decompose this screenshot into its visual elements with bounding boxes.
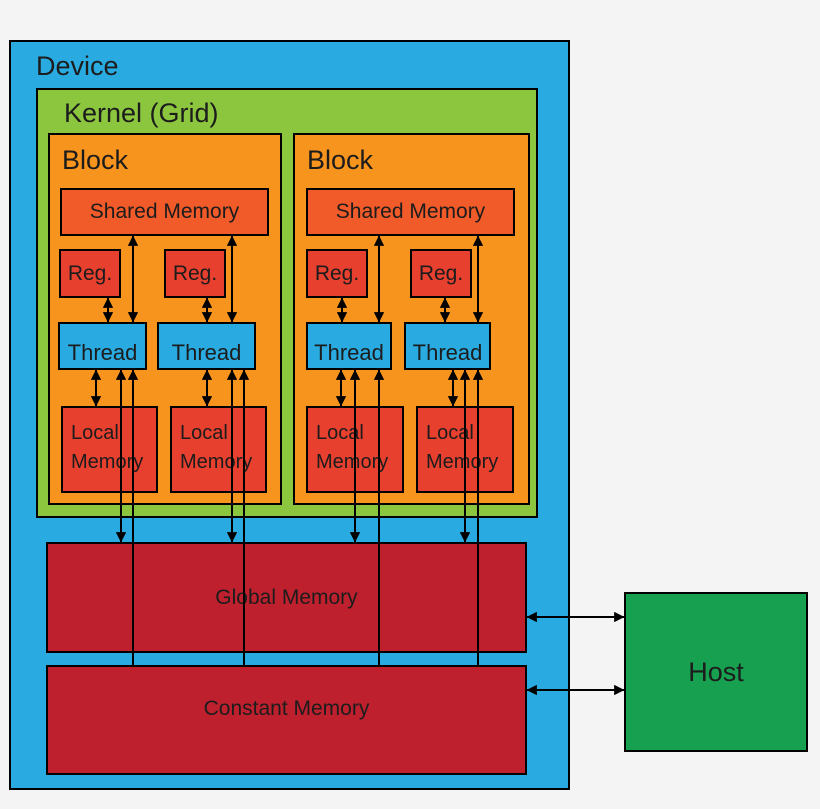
local-memory-box: Local Memory bbox=[61, 406, 158, 493]
shared-memory-box: Shared Memory bbox=[60, 188, 269, 236]
host-label: Host bbox=[688, 656, 744, 687]
thread-box: Thread bbox=[306, 322, 392, 370]
local-memory-label: Local Memory bbox=[316, 422, 389, 473]
host-box: Host bbox=[624, 592, 808, 752]
local-memory-label: Local Memory bbox=[180, 422, 253, 473]
local-memory-box: Local Memory bbox=[416, 406, 514, 493]
register-box: Reg. bbox=[59, 249, 121, 298]
local-memory-label: Local Memory bbox=[426, 422, 499, 473]
thread-label: Thread bbox=[67, 340, 138, 365]
block-label: Block bbox=[307, 145, 374, 175]
register-label: Reg. bbox=[172, 261, 218, 285]
register-label: Reg. bbox=[418, 261, 464, 285]
kernel-grid-label: Kernel (Grid) bbox=[64, 98, 219, 128]
local-memory-box: Local Memory bbox=[170, 406, 267, 493]
register-box: Reg. bbox=[410, 249, 472, 298]
local-memory-label: Local Memory bbox=[71, 422, 144, 473]
thread-box: Thread bbox=[404, 322, 491, 370]
register-box: Reg. bbox=[306, 249, 368, 298]
global-memory-label: Global Memory bbox=[215, 585, 358, 609]
shared-memory-label: Shared Memory bbox=[335, 200, 486, 223]
device-label: Device bbox=[36, 51, 119, 81]
thread-label: Thread bbox=[314, 340, 384, 365]
shared-memory-box: Shared Memory bbox=[306, 188, 515, 236]
thread-box: Thread bbox=[157, 322, 256, 370]
constant-memory-label: Constant Memory bbox=[203, 697, 370, 720]
register-label: Reg. bbox=[67, 261, 113, 285]
thread-box: Thread bbox=[58, 322, 147, 370]
constant-memory-box: Constant Memory bbox=[46, 665, 527, 775]
global-memory-box: Global Memory bbox=[46, 542, 527, 653]
thread-label: Thread bbox=[412, 340, 483, 365]
register-box: Reg. bbox=[164, 249, 226, 298]
register-label: Reg. bbox=[314, 261, 360, 285]
shared-memory-label: Shared Memory bbox=[89, 200, 240, 223]
block-label: Block bbox=[62, 145, 129, 175]
thread-label: Thread bbox=[171, 340, 242, 365]
local-memory-box: Local Memory bbox=[306, 406, 404, 493]
